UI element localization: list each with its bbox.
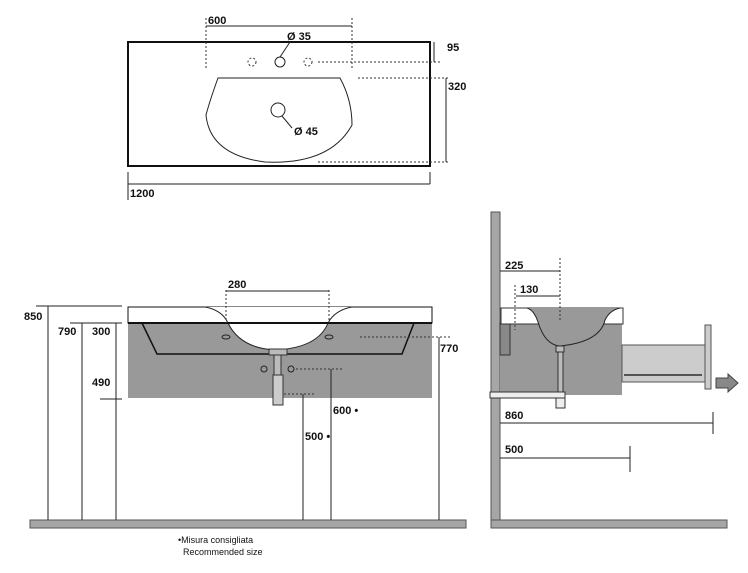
dim-770: 770 [440, 343, 458, 355]
dim-tap-diameter: Ø 35 [287, 31, 311, 43]
front-view: 280 850 790 300 490 770 600 • 500 • •Mis… [24, 279, 467, 557]
side-view: 225 130 860 500 [489, 211, 739, 529]
footnote-en: Recommended size [183, 547, 263, 557]
bowl-outline [205, 77, 353, 163]
drain-hole [270, 102, 286, 118]
pull-out-arrow-icon [715, 372, 739, 394]
dim-1200: 1200 [130, 188, 154, 200]
dim-280: 280 [228, 279, 246, 291]
dim-drain-diameter: Ø 45 [294, 126, 318, 138]
dim-500: 500 [505, 444, 523, 456]
dim-600-recommended: 600 • [333, 405, 358, 417]
dim-95: 95 [447, 42, 459, 54]
dim-320: 320 [448, 81, 466, 93]
dim-490: 490 [92, 377, 110, 389]
optional-tap-hole [303, 57, 313, 67]
dim-600: 600 [208, 15, 226, 27]
top-view: 600 Ø 35 Ø 45 95 320 1200 [127, 15, 466, 200]
dim-790: 790 [58, 326, 76, 338]
floor [29, 519, 467, 529]
basin-top-outline [127, 41, 431, 167]
dim-500-recommended: 500 • [305, 431, 330, 443]
optional-tap-hole [247, 57, 257, 67]
footnote-it: •Misura consigliata [178, 535, 253, 545]
wall [490, 211, 501, 529]
dim-225: 225 [505, 260, 523, 272]
drawer [621, 344, 706, 383]
dim-130: 130 [520, 284, 538, 296]
dim-860: 860 [505, 410, 523, 422]
floor [490, 519, 728, 529]
dim-300: 300 [92, 326, 110, 338]
dim-850: 850 [24, 311, 42, 323]
